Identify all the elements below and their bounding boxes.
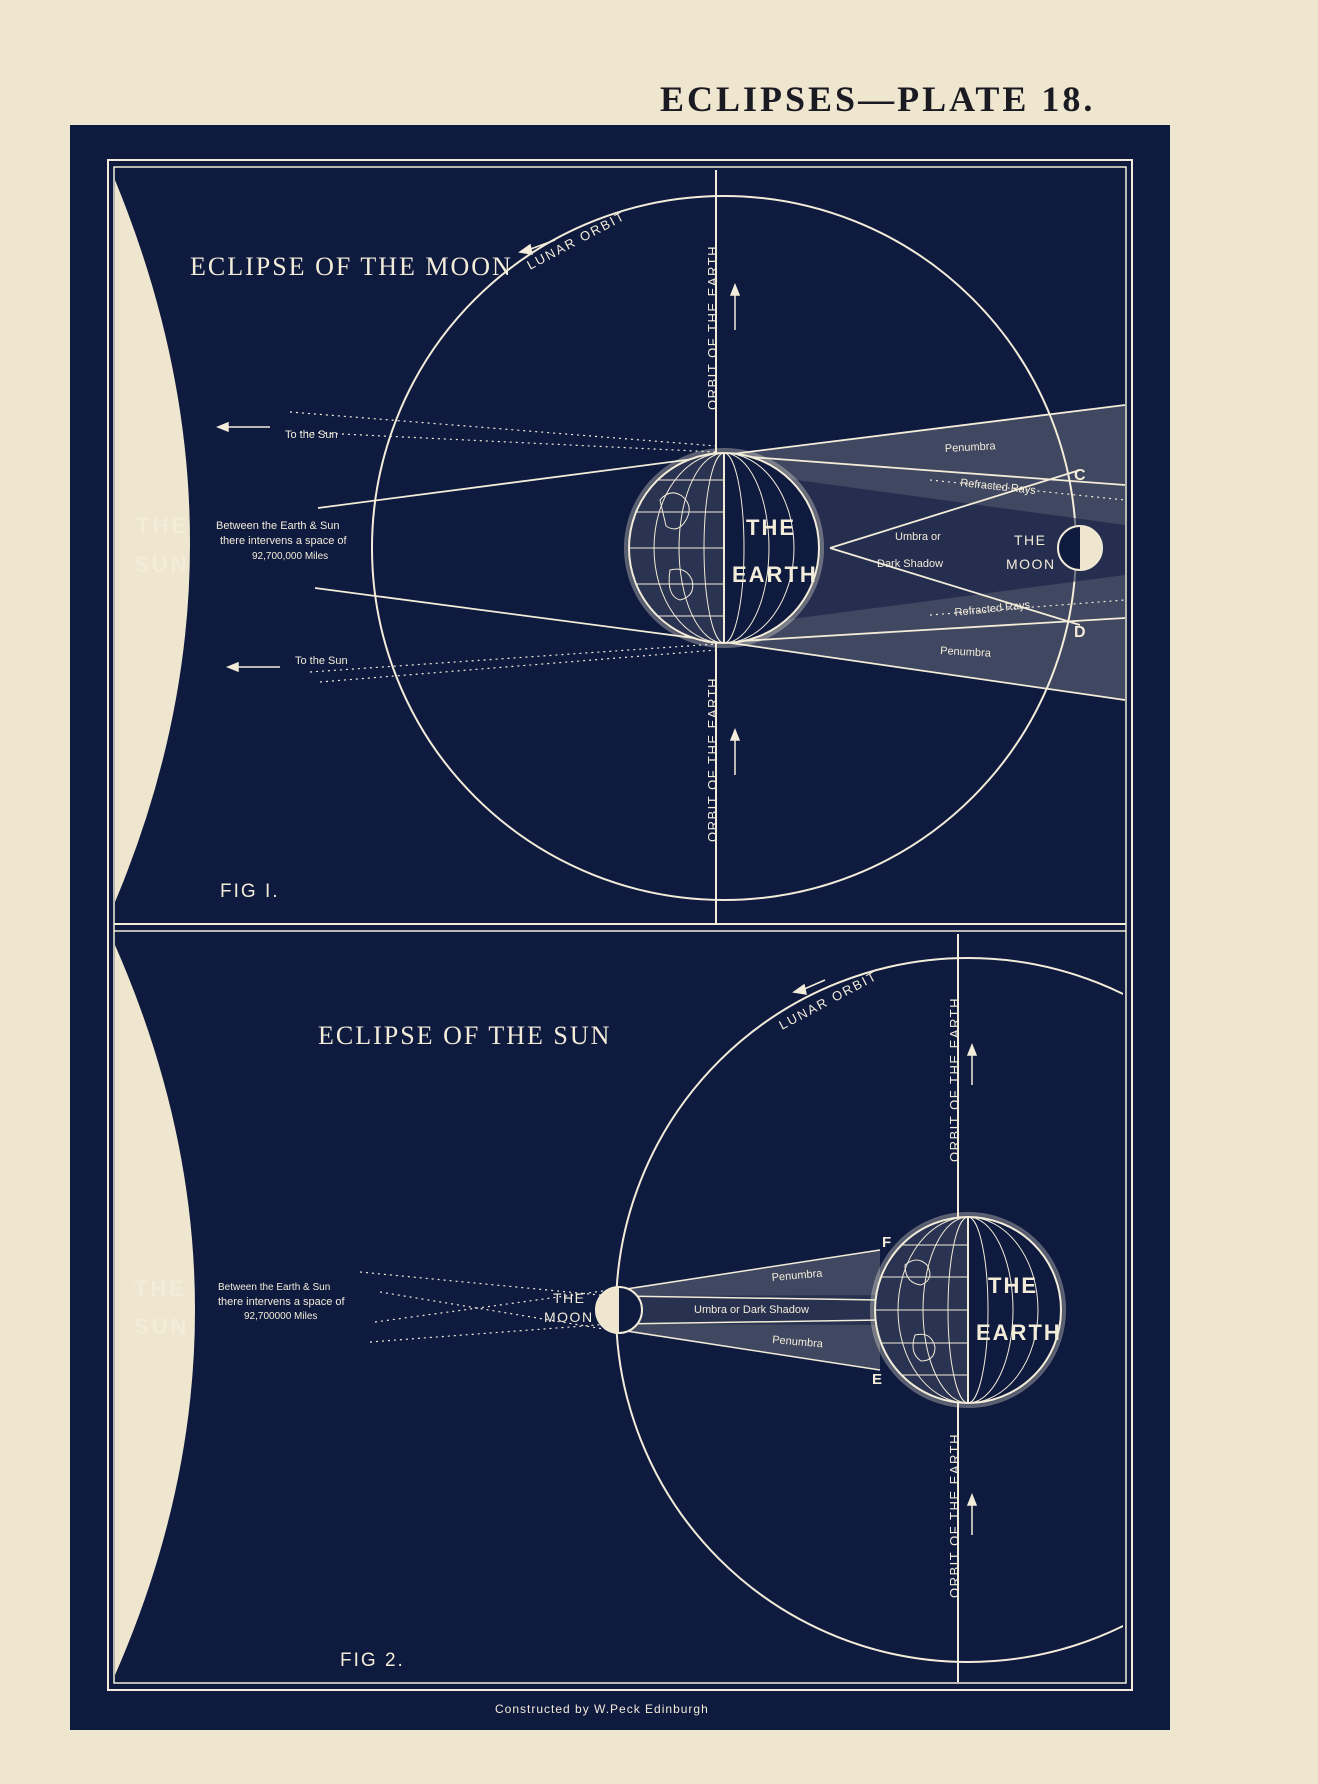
fig2-penumbra-top: Penumbra [771, 1268, 823, 1284]
fig1-earth [624, 448, 824, 648]
outer-frame [107, 159, 1133, 1691]
fig1-rays [314, 404, 1126, 701]
fig1-umbra-1: Umbra or [895, 531, 941, 543]
fig1-point-c: C [1074, 467, 1086, 484]
fig1-moon [1057, 525, 1103, 571]
fig1-eclipse-of-moon: ECLIPSE OF THE MOON THE SUN Between the … [115, 170, 1126, 924]
fig1-umbra-2: Dark Shadow [877, 558, 943, 570]
fig2-title: ECLIPSE OF THE SUN [318, 1021, 611, 1050]
fig1-to-sun-bottom: To the Sun [295, 655, 348, 667]
fig1-moon-label-1: THE [1014, 532, 1047, 548]
fig1-distance-1: Between the Earth & Sun [216, 520, 340, 532]
fig1-distance-3: 92,700,000 Miles [252, 551, 328, 562]
fig2-umbra: Umbra or Dark Shadow [694, 1304, 809, 1316]
fig2-earth [870, 1212, 1066, 1408]
fig1-moon-label-2: MOON [1006, 556, 1056, 572]
fig2-distance-1: Between the Earth & Sun [218, 1282, 330, 1293]
fig1-sun-label-2: SUN [134, 552, 189, 577]
fig1-orbit-earth-top: ORBIT OF THE EARTH [705, 245, 720, 410]
fig2-moon-label-1: THE [553, 1290, 586, 1306]
fig1-title: ECLIPSE OF THE MOON [190, 252, 513, 281]
fig1-arrows [215, 239, 741, 775]
fig2-sun-label-1: THE [134, 1276, 187, 1301]
fig1-dotted-lines [289, 411, 1126, 683]
fig1-distance-2: there intervens a space of [220, 535, 348, 547]
fig2-label: FIG 2. [340, 1650, 405, 1671]
fig2-distance-3: 92,700000 Miles [244, 1311, 317, 1322]
plate-background [70, 125, 1170, 1730]
fig1-earth-label-2: EARTH [732, 562, 818, 587]
fig2-rays [619, 1249, 881, 1371]
fig2-point-e: E [872, 1371, 882, 1388]
fig2-moon [595, 1286, 643, 1334]
fig2-penumbra-bottom: Penumbra [772, 1334, 824, 1350]
credit-line: Constructed by W.Peck Edinburgh [495, 1702, 709, 1716]
fig2-orbit-earth-bottom: ORBIT OF THE EARTH [947, 1433, 962, 1598]
fig2-arrows [792, 979, 978, 1535]
fig1-sun [115, 180, 190, 902]
fig2-sun [115, 945, 195, 1675]
fig1-to-sun-top: To the Sun [285, 429, 338, 441]
plate-title: ECLIPSES—PLATE 18. [660, 79, 1096, 119]
fig2-moon-label-2: MOON [544, 1309, 594, 1325]
fig1-sun-label-1: THE [136, 513, 189, 538]
fig2-point-f: F [882, 1234, 891, 1251]
fig2-orbit-earth-top: ORBIT OF THE EARTH [947, 997, 962, 1162]
fig1-orbit-earth-bottom: ORBIT OF THE EARTH [705, 677, 720, 842]
fig1-penumbra-bottom: Penumbra [940, 645, 992, 660]
fig2-earth-label-2: EARTH [976, 1320, 1062, 1345]
fig2-distance-2: there intervens a space of [218, 1296, 346, 1308]
fig2-sun-label-2: SUN [134, 1314, 189, 1339]
fig2-dotted-lines [359, 1271, 611, 1343]
fig1-point-d: D [1074, 624, 1086, 641]
fig1-penumbra-top: Penumbra [945, 440, 997, 455]
fig1-label: FIG I. [220, 881, 280, 902]
fig1-umbra-cone [724, 470, 1125, 628]
fig1-earth-label-1: THE [746, 515, 796, 540]
fig2-umbra-cone [620, 1295, 880, 1325]
fig2-earth-label-1: THE [988, 1273, 1038, 1298]
